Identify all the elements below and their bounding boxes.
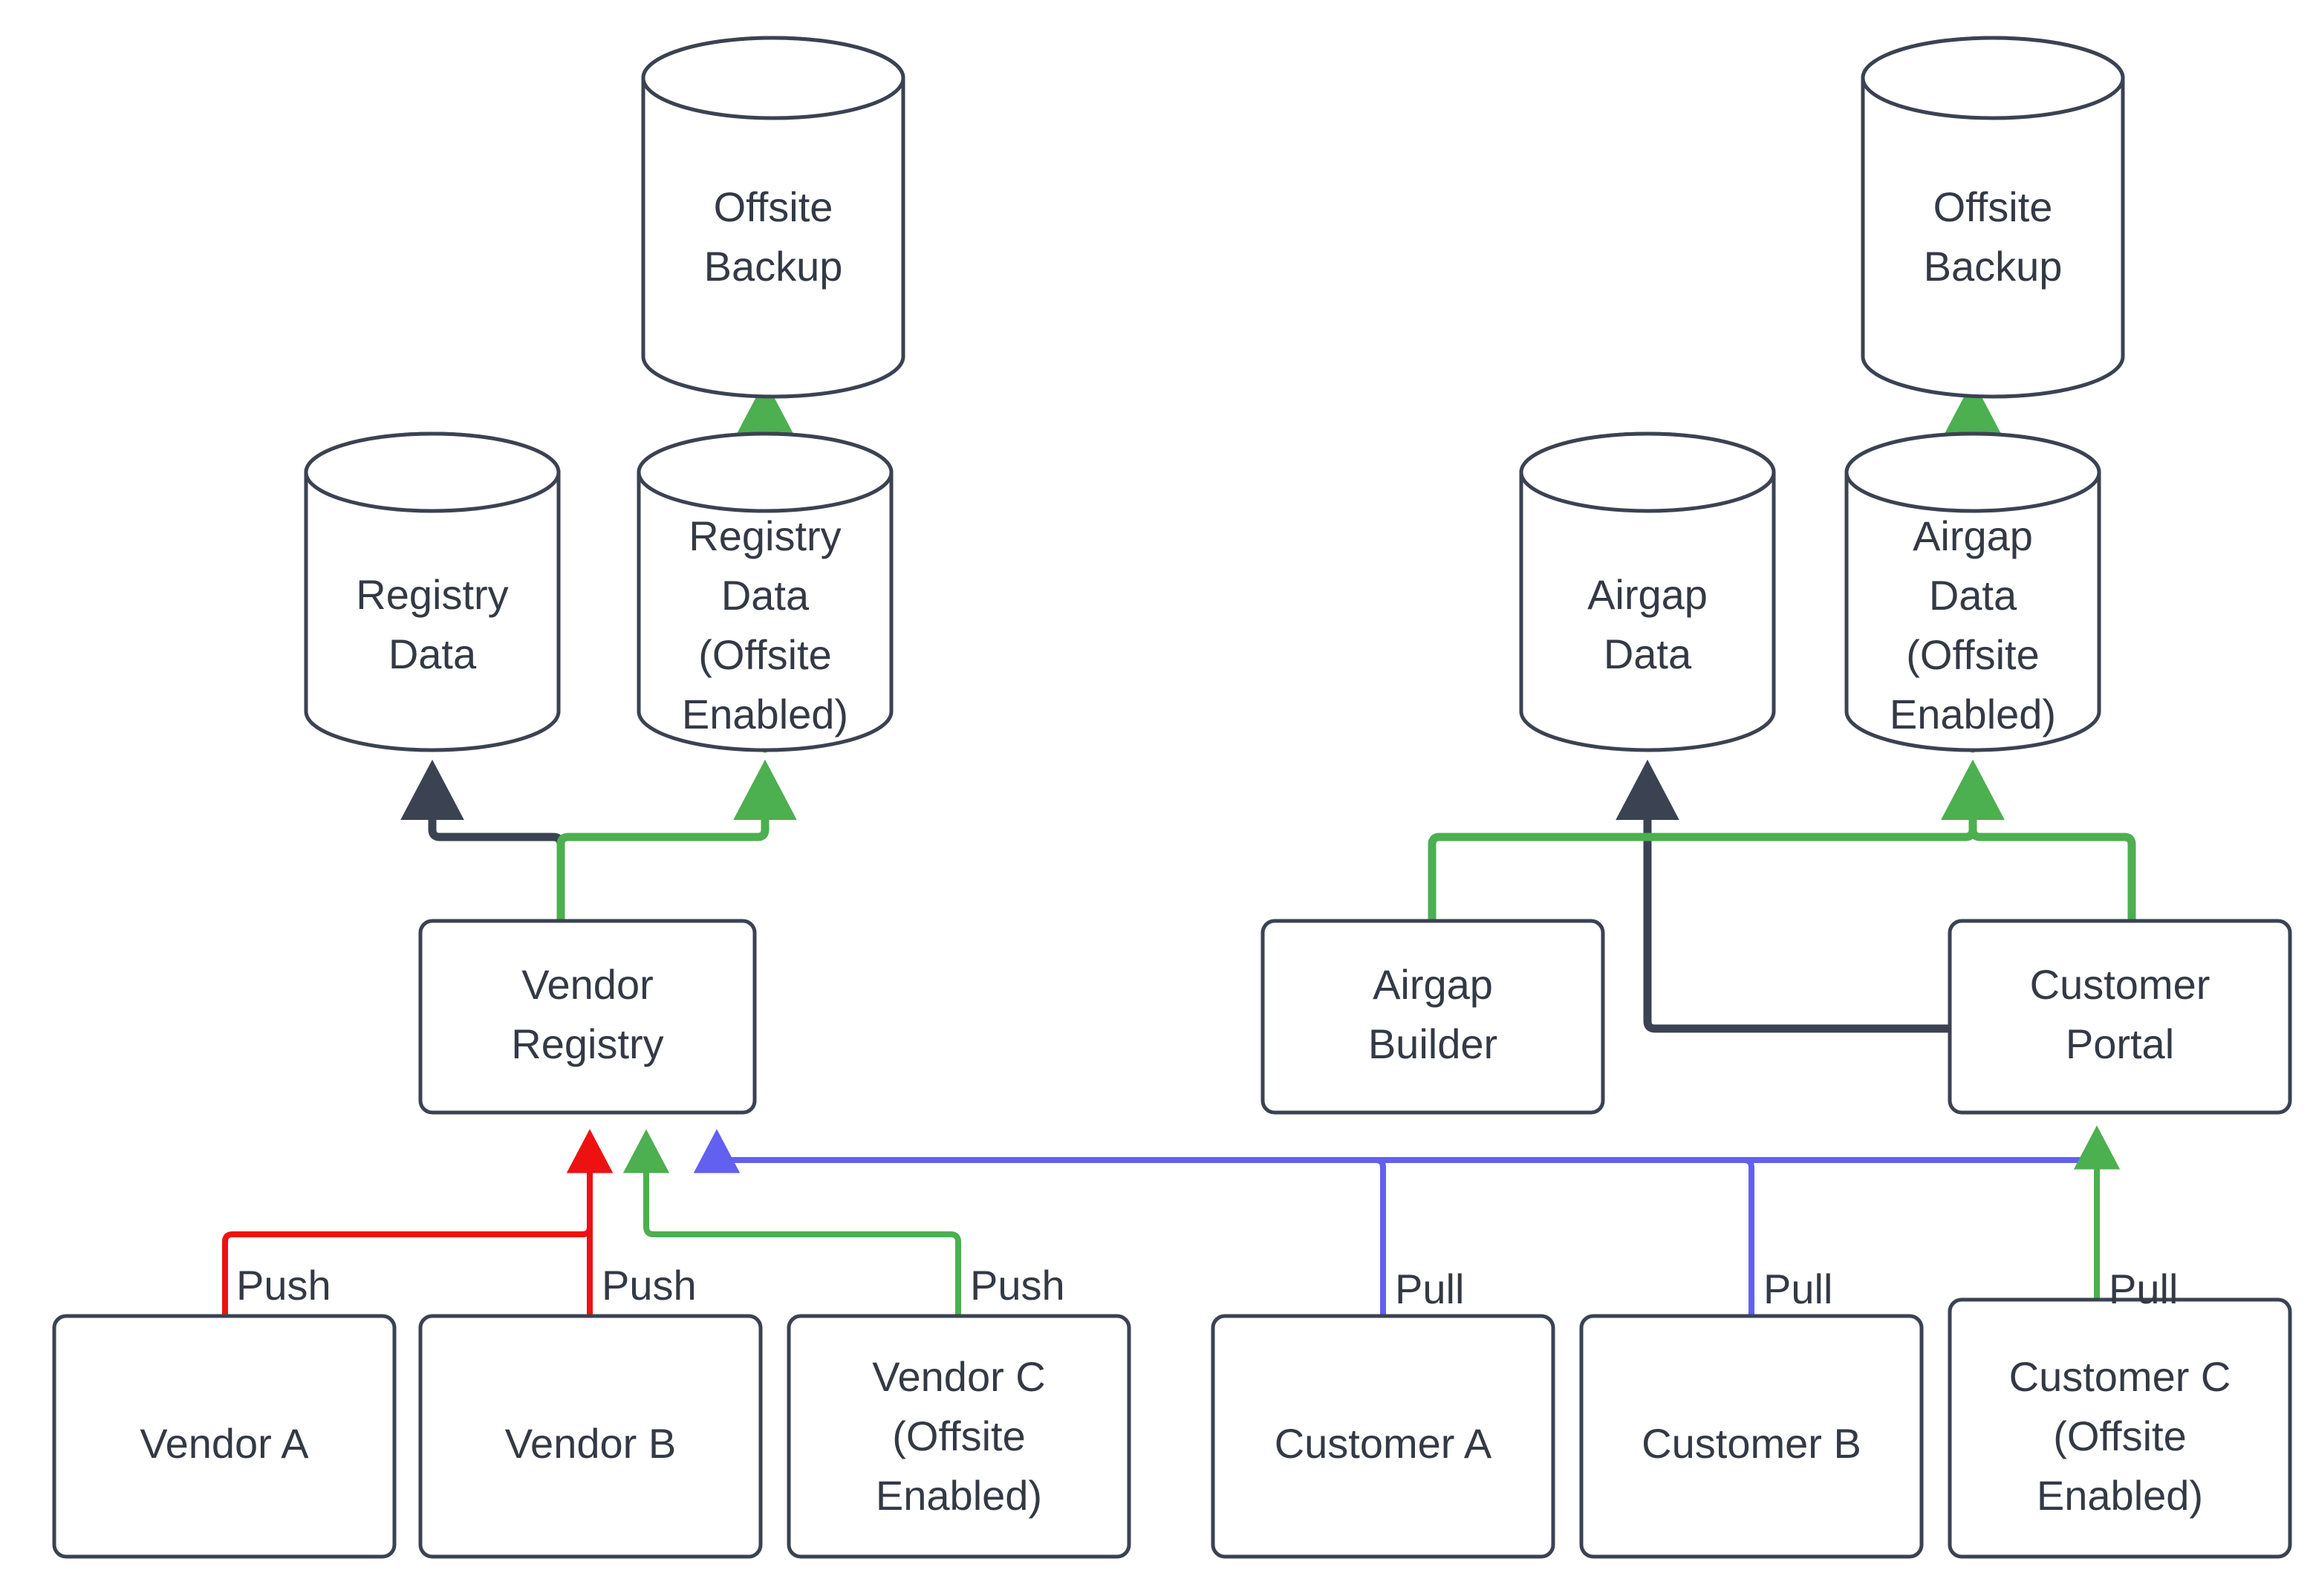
edge-customer-portal-to-airgap-data-offsite: [1941, 759, 2136, 923]
edge-vendor-registry-to-registry-data: [400, 759, 565, 923]
edge-label-vendor-b-push: Push: [602, 1262, 697, 1309]
edge-label-customer-a-pull: Pull: [1395, 1266, 1464, 1312]
node-airgap-data-offsite-enabled[interactable]: Airgap Data (Offsite Enabled): [1844, 431, 2101, 752]
node-vendor-registry[interactable]: Vendor Registry: [418, 919, 757, 1115]
node-airgap-builder[interactable]: Airgap Builder: [1260, 919, 1605, 1115]
node-offsite-backup-left[interactable]: Offsite Backup: [641, 36, 905, 399]
edge-customer-portal-to-airgap-data: [1616, 759, 1954, 1033]
node-airgap-data[interactable]: Airgap Data: [1519, 431, 1776, 752]
edge-customer-a-to-vendor-registry: [693, 1129, 1386, 1316]
edge-customer-b-to-vendor-registry: [693, 1129, 1754, 1316]
node-customer-portal[interactable]: Customer Portal: [1948, 919, 2292, 1115]
node-offsite-backup-right[interactable]: Offsite Backup: [1861, 36, 2125, 399]
edge-label-vendor-c-push: Push: [970, 1262, 1065, 1309]
node-vendor-c[interactable]: Vendor C (Offsite Enabled): [787, 1314, 1131, 1559]
node-customer-a[interactable]: Customer A: [1211, 1314, 1555, 1559]
node-registry-data[interactable]: Registry Data: [304, 431, 561, 752]
edge-vendor-registry-to-registry-data-offsite: [556, 759, 797, 923]
node-vendor-a[interactable]: Vendor A: [52, 1314, 397, 1559]
edge-airgap-builder-to-airgap-data-offsite: [1428, 759, 2005, 923]
edge-vendor-a-to-vendor-registry: [222, 1129, 614, 1316]
node-customer-c[interactable]: Customer C (Offsite Enabled): [1948, 1297, 2292, 1559]
edge-vendor-c-to-vendor-registry: [622, 1129, 961, 1316]
node-registry-data-offsite-enabled[interactable]: Registry Data (Offsite Enabled): [637, 431, 894, 752]
node-vendor-b[interactable]: Vendor B: [418, 1314, 763, 1559]
edge-label-customer-b-pull: Pull: [1763, 1266, 1832, 1312]
node-customer-b[interactable]: Customer B: [1579, 1314, 1924, 1559]
edge-label-vendor-a-push: Push: [236, 1262, 331, 1309]
